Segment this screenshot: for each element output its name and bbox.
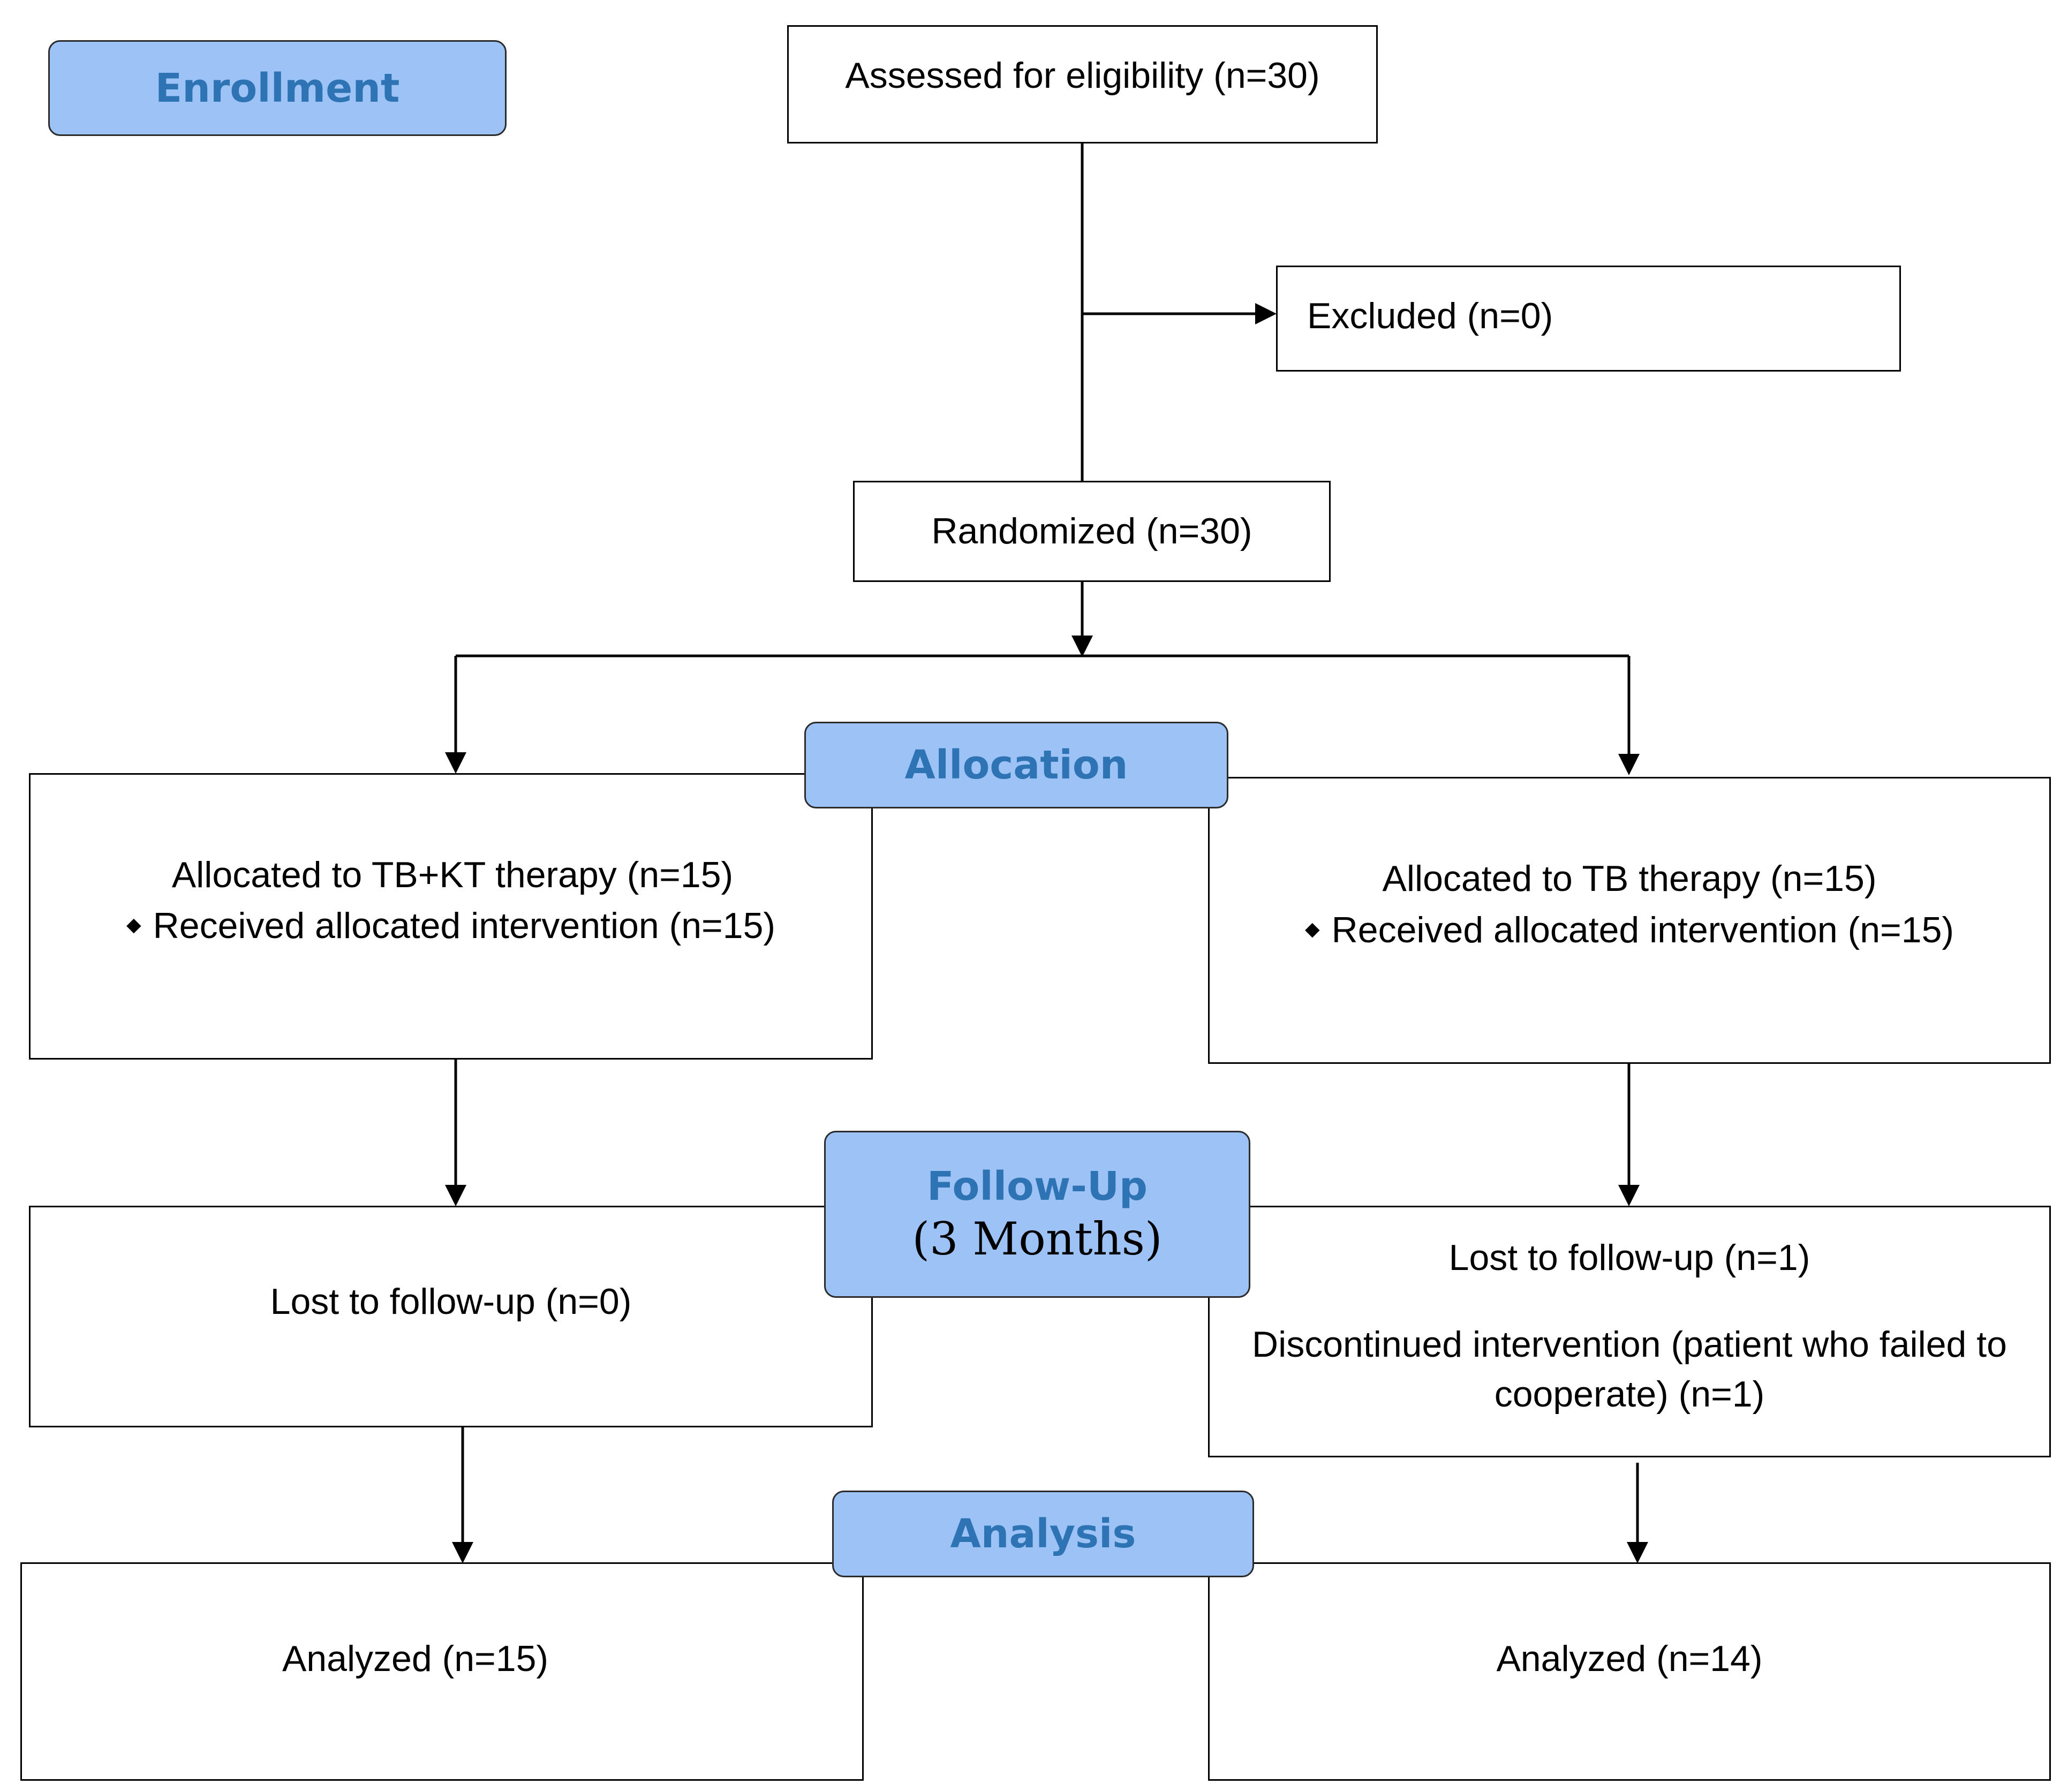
- stage-enrollment: Enrollment: [48, 40, 507, 136]
- analysis-right-text: Analyzed (n=14): [1496, 1638, 1763, 1679]
- stage-allocation: Allocation: [804, 722, 1228, 808]
- arrowhead-left-analysis: [452, 1542, 473, 1563]
- followup-right-line1: Lost to follow-up (n=1): [1448, 1237, 1810, 1278]
- followup-right-line2: Discontinued intervention (patient who f…: [1252, 1324, 2007, 1365]
- arrowhead-excluded: [1255, 303, 1277, 324]
- stage-follow-up-sublabel: (3 Months): [912, 1213, 1163, 1265]
- stage-follow-up-label: Follow-Up: [926, 1163, 1148, 1209]
- followup-right-line3: cooperate) (n=1): [1494, 1374, 1765, 1415]
- arrowhead-left-allocation: [445, 752, 466, 774]
- arrowhead-right-followup: [1618, 1185, 1640, 1206]
- allocation-left-item-text: Received allocated intervention (n=15): [153, 905, 776, 946]
- assessed-text: Assessed for eligibility (n=30): [845, 55, 1320, 96]
- allocation-left-title: Allocated to TB+KT therapy (n=15): [171, 855, 734, 895]
- followup-left-text: Lost to follow-up (n=0): [270, 1281, 632, 1322]
- arrowhead-left-followup: [445, 1185, 466, 1206]
- allocation-right-title: Allocated to TB therapy (n=15): [1382, 858, 1877, 899]
- arrowhead-right-allocation: [1618, 754, 1640, 775]
- stage-analysis-label: Analysis: [950, 1511, 1136, 1557]
- box-analysis-right: Analyzed (n=14): [1208, 1562, 2051, 1781]
- stage-analysis: Analysis: [832, 1491, 1254, 1577]
- arrowhead-right-analysis: [1627, 1542, 1648, 1563]
- box-followup-right: Lost to follow-up (n=1) Discontinued int…: [1208, 1206, 2051, 1457]
- allocation-right-item: ◆ Received allocated intervention (n=15): [1210, 909, 2049, 951]
- box-randomized: Randomized (n=30): [853, 481, 1331, 582]
- box-allocation-right: Allocated to TB therapy (n=15) ◆ Received…: [1208, 777, 2051, 1064]
- box-assessed: Assessed for eligibility (n=30): [787, 25, 1378, 143]
- arrowhead-randomized-split: [1071, 636, 1093, 657]
- stage-follow-up: Follow-Up (3 Months): [824, 1131, 1250, 1298]
- stage-enrollment-label: Enrollment: [155, 65, 400, 111]
- box-allocation-left: Allocated to TB+KT therapy (n=15) ◆ Recei…: [29, 773, 873, 1060]
- box-followup-left: Lost to follow-up (n=0): [29, 1206, 873, 1427]
- randomized-text: Randomized (n=30): [931, 511, 1252, 551]
- box-excluded: Excluded (n=0): [1276, 266, 1901, 372]
- allocation-right-item-text: Received allocated intervention (n=15): [1331, 910, 1954, 950]
- stage-allocation-label: Allocation: [904, 742, 1128, 788]
- bullet-icon: ◆: [1304, 918, 1320, 940]
- box-analysis-left: Analyzed (n=15): [20, 1562, 864, 1781]
- allocation-left-item: ◆ Received allocated intervention (n=15): [31, 905, 871, 947]
- analysis-left-text: Analyzed (n=15): [282, 1638, 549, 1679]
- bullet-icon: ◆: [126, 913, 141, 936]
- excluded-text: Excluded (n=0): [1307, 296, 1553, 336]
